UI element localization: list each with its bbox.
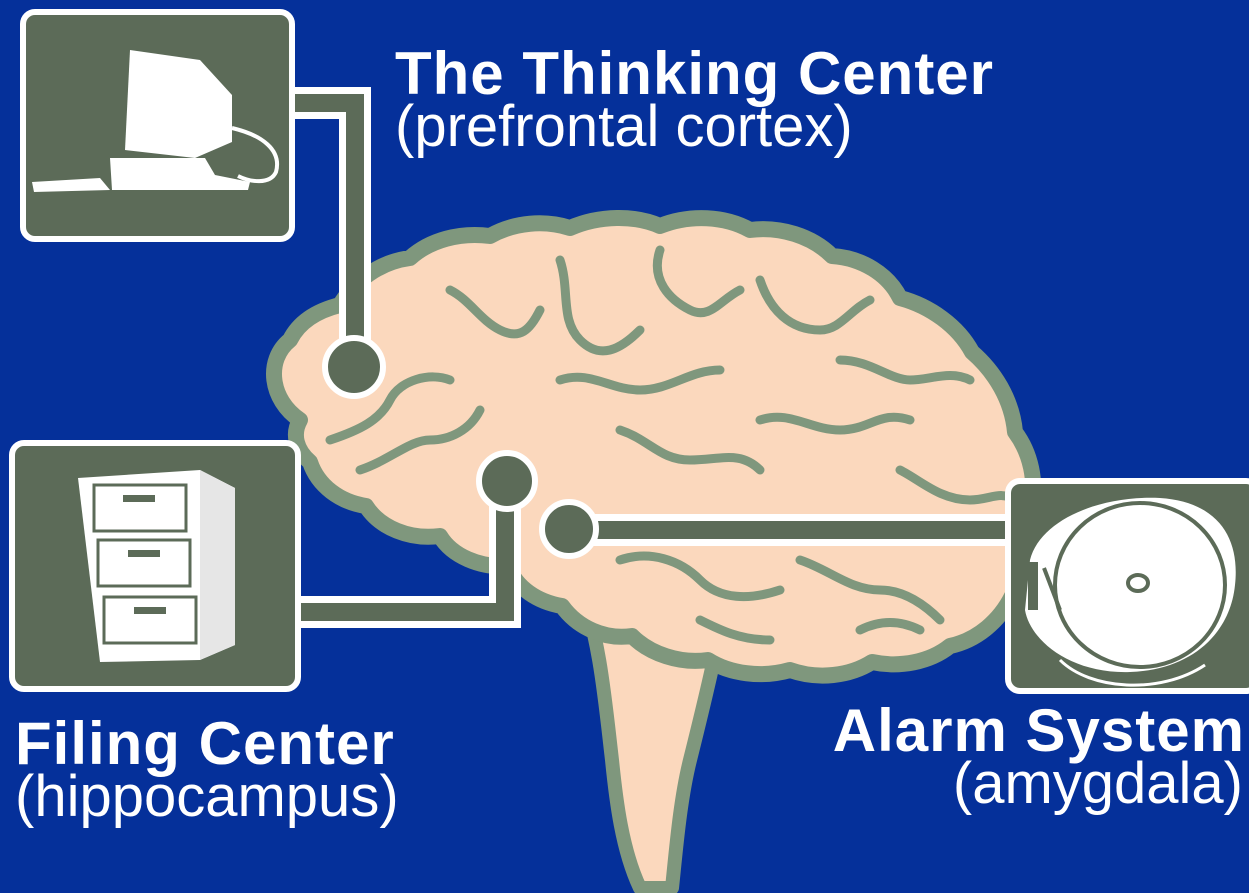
region-subtitle-thinking: (prefrontal cortex) — [395, 94, 853, 159]
pin-alarm — [539, 499, 599, 559]
filing-cabinet-icon — [78, 470, 235, 662]
region-subtitle-filing: (hippocampus) — [15, 764, 399, 829]
turntable-panel — [1005, 478, 1249, 694]
computer-icon — [32, 50, 250, 192]
region-subtitle-alarm: (amygdala) — [952, 751, 1243, 816]
turntable-icon — [1025, 497, 1236, 687]
computer-panel — [20, 9, 295, 242]
region-label-alarm: Alarm System (amygdala) — [833, 701, 1245, 813]
region-title-alarm: Alarm System — [832, 697, 1245, 764]
brain-folds — [325, 245, 1020, 645]
pin-filing — [476, 450, 538, 512]
region-label-thinking: The Thinking Center (prefrontal cortex) — [395, 44, 994, 156]
brain-stem — [573, 578, 767, 893]
region-label-filing: Filing Center (hippocampus) — [15, 714, 399, 826]
region-title-thinking: The Thinking Center — [395, 40, 995, 107]
region-title-filing: Filing Center — [15, 710, 395, 777]
filing-cabinet-panel — [9, 440, 301, 692]
pin-thinking — [322, 335, 386, 399]
